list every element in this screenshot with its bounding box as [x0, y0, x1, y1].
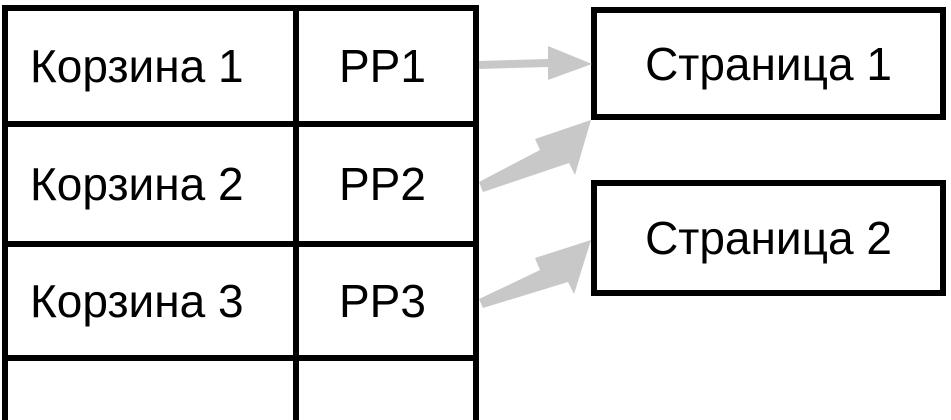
arrow-pp1-to-page1-icon [479, 46, 592, 80]
arrow-pp3-to-page2-icon [479, 240, 591, 308]
basket-name-label: Корзина 2 [30, 158, 244, 210]
basket-code-cell[interactable]: PP3 [299, 247, 473, 355]
basket-name-cell[interactable]: Корзина 1 [8, 11, 299, 121]
basket-code-cell[interactable]: PP1 [299, 11, 473, 121]
basket-name-cell[interactable] [8, 361, 299, 420]
basket-name-cell[interactable]: Корзина 3 [8, 247, 299, 355]
basket-name-label: Корзина 1 [30, 40, 244, 92]
table-row[interactable]: Корзина 2 PP2 [8, 127, 473, 247]
page-box-1[interactable]: Страница 1 [591, 7, 946, 120]
table-row-empty[interactable] [8, 361, 473, 420]
basket-name-cell[interactable]: Корзина 2 [8, 127, 299, 241]
basket-code-cell[interactable]: PP2 [299, 127, 473, 241]
table-row[interactable]: Корзина 1 PP1 [8, 11, 473, 127]
arrow-pp2-to-page1-icon [479, 120, 591, 192]
page-box-2[interactable]: Страница 2 [591, 180, 946, 296]
basket-name-label: Корзина 3 [30, 275, 244, 327]
basket-code-cell[interactable] [299, 361, 473, 420]
basket-code-label: PP2 [339, 158, 426, 210]
table-row[interactable]: Корзина 3 PP3 [8, 247, 473, 361]
page-label: Страница 2 [645, 212, 892, 264]
page-label: Страница 1 [645, 37, 892, 90]
baskets-table: Корзина 1 PP1 Корзина 2 PP2 Корзина 3 PP… [2, 5, 479, 420]
basket-code-label: PP1 [339, 40, 426, 92]
basket-code-label: PP3 [339, 275, 426, 327]
